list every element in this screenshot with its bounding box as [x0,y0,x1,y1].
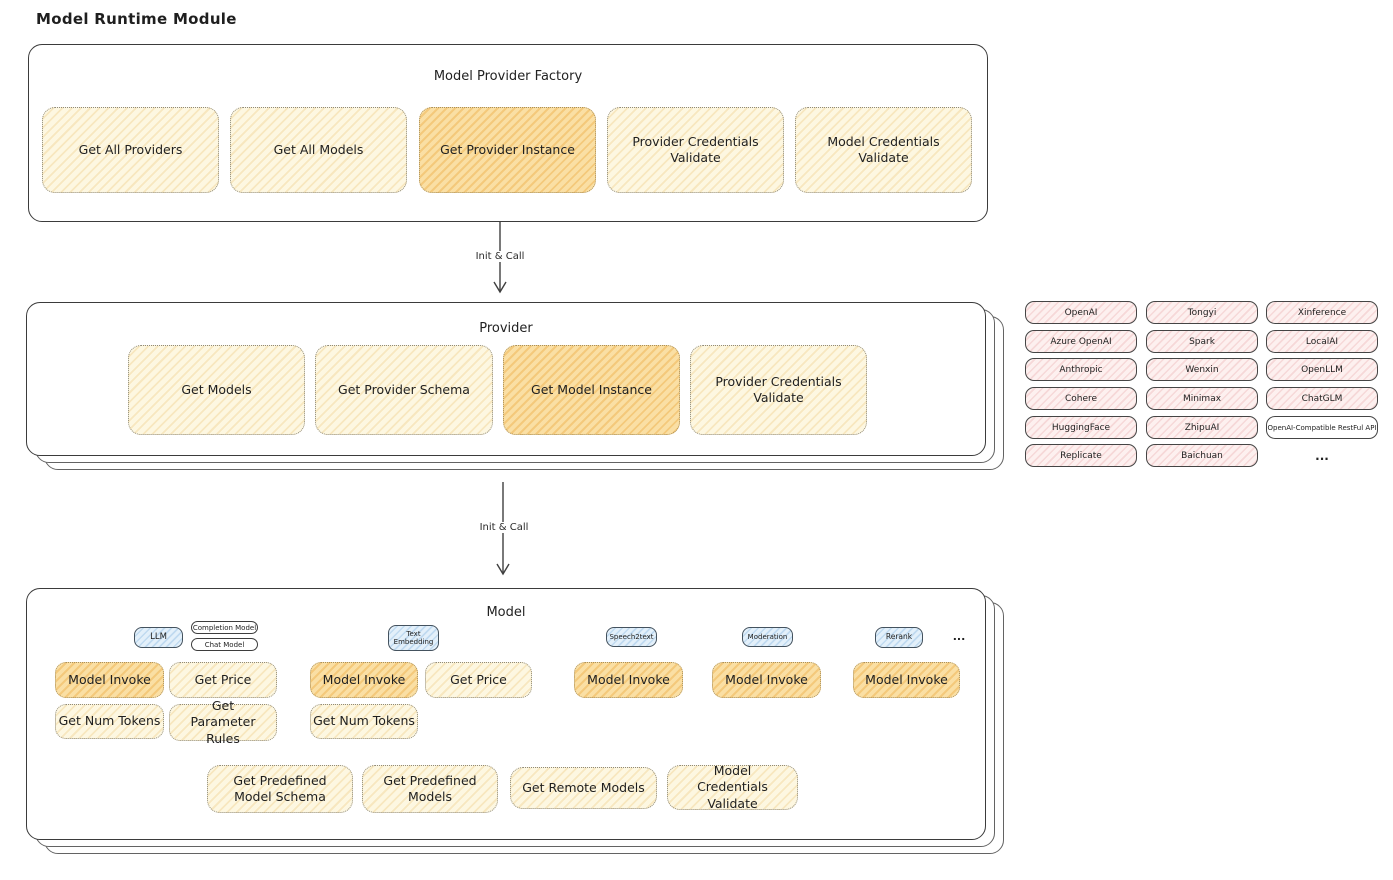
provider-chip-openllm: OpenLLM [1266,358,1378,381]
provider-chip-cohere: Cohere [1025,387,1137,410]
provider-chip-azure-openai: Azure OpenAI [1025,330,1137,353]
provider-chip-replicate: Replicate [1025,444,1137,467]
provider-chip-localai: LocalAI [1266,330,1378,353]
tab-moderation: Moderation [742,627,793,647]
node-provider-credentials-validate-factory: Provider Credentials Validate [607,107,784,193]
node-llm-model-invoke: Model Invoke [55,662,164,698]
node-get-provider-schema: Get Provider Schema [315,345,493,435]
subtab-chat-model: Chat Model [191,638,258,651]
provider-chip-spark: Spark [1146,330,1258,353]
init-call-label-1: Init & Call [470,251,530,262]
node-llm-get-num-tokens: Get Num Tokens [55,704,164,739]
provider-chip-openai: OpenAI [1025,301,1137,324]
provider-chip-zhipuai: ZhipuAI [1146,416,1258,439]
node-get-remote-models: Get Remote Models [510,767,657,809]
node-model-credentials-validate-factory: Model Credentials Validate [795,107,972,193]
tab-speech2text: Speech2text [606,627,657,647]
node-embedding-get-num-tokens: Get Num Tokens [310,704,418,739]
node-rerank-model-invoke: Model Invoke [853,662,960,698]
node-get-predefined-model-schema: Get Predefined Model Schema [207,765,353,813]
provider-chip-xinference: Xinference [1266,301,1378,324]
node-embedding-model-invoke: Model Invoke [310,662,418,698]
node-get-provider-instance: Get Provider Instance [419,107,596,193]
page-title: Model Runtime Module [36,10,237,28]
tab-llm: LLM [134,627,183,648]
model-panel-title: Model [486,605,526,620]
factory-panel-title: Model Provider Factory [433,69,583,84]
node-model-credentials-validate-model: Model Credentials Validate [667,763,798,811]
tab-rerank: Rerank [875,627,923,648]
provider-chip-minimax: Minimax [1146,387,1258,410]
provider-chip-huggingface: HuggingFace [1025,416,1137,439]
node-get-predefined-models: Get Predefined Models [362,765,498,813]
node-get-all-models: Get All Models [230,107,407,193]
node-get-models: Get Models [128,345,305,435]
node-provider-credentials-validate-provider: Provider Credentials Validate [690,345,867,435]
node-moderation-model-invoke: Model Invoke [712,662,821,698]
provider-chip-anthropic: Anthropic [1025,358,1137,381]
tab-text-embedding: Text Embedding [388,625,439,651]
provider-chip-baichuan: Baichuan [1146,444,1258,467]
provider-chip-chatglm: ChatGLM [1266,387,1378,410]
node-speech2text-model-invoke: Model Invoke [574,662,683,698]
provider-chip-tongyi: Tongyi [1146,301,1258,324]
provider-chip-openai-compatible-restful-api: OpenAI-Compatible RestFul API [1266,416,1378,439]
node-get-all-providers: Get All Providers [42,107,219,193]
init-call-label-2: Init & Call [474,522,534,533]
provider-panel-title: Provider [479,321,533,336]
node-embedding-get-price: Get Price [425,662,532,698]
subtab-completion-model: Completion Model [191,621,258,634]
model-tabs-ellipsis: ... [952,630,966,643]
node-llm-get-price: Get Price [169,662,277,698]
node-get-model-instance: Get Model Instance [503,345,680,435]
provider-chip-wenxin: Wenxin [1146,358,1258,381]
provider-grid-ellipsis: ... [1315,448,1329,463]
node-llm-get-parameter-rules: Get Parameter Rules [169,698,277,746]
